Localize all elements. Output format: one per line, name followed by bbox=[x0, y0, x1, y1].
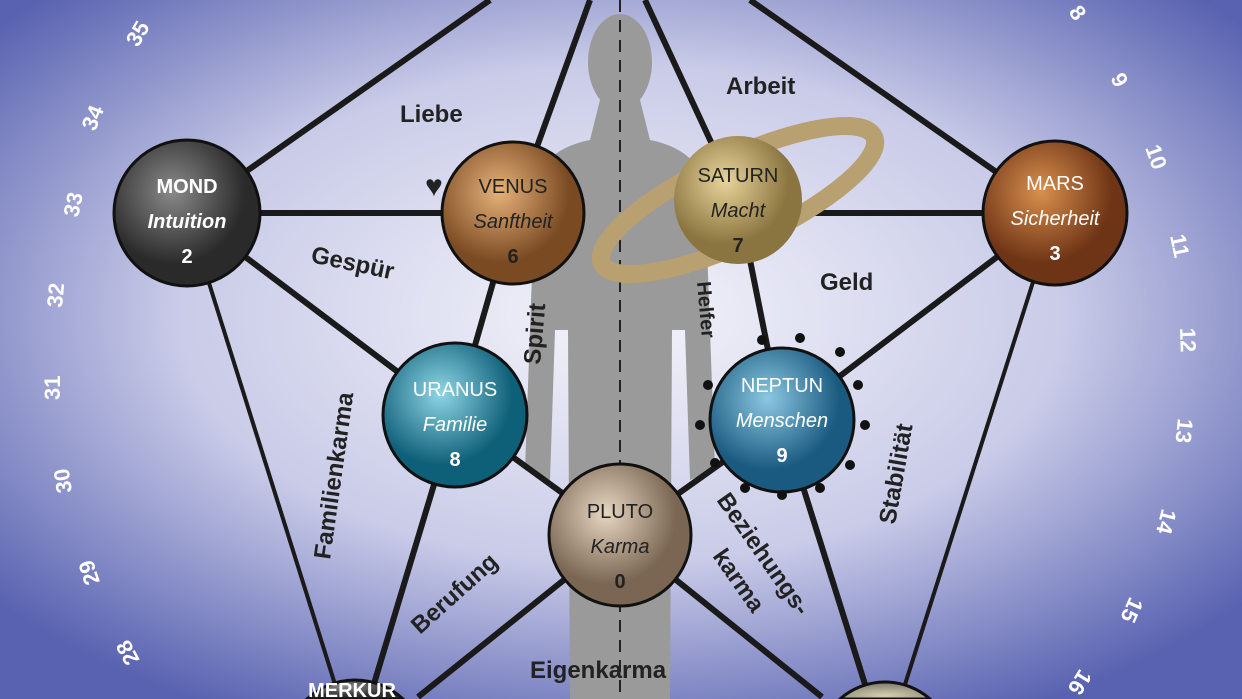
planet-merkur: MERKUR bbox=[304, 678, 406, 699]
svg-text:PLUTO: PLUTO bbox=[587, 501, 653, 523]
planet-neptun: NEPTUN Menschen 9 bbox=[695, 333, 870, 500]
heart-icon: ♥ bbox=[425, 170, 443, 203]
label-spirit: Spirit bbox=[519, 302, 551, 365]
svg-text:30: 30 bbox=[49, 467, 77, 495]
planet-saturn: SATURN Macht 7 bbox=[591, 117, 885, 283]
svg-text:Menschen: Menschen bbox=[736, 410, 828, 432]
label-eigenkarma: Eigenkarma bbox=[530, 657, 667, 684]
svg-text:12: 12 bbox=[1175, 327, 1201, 352]
neptun-dots bbox=[695, 333, 870, 500]
svg-text:3: 3 bbox=[1049, 243, 1060, 265]
svg-text:Familie: Familie bbox=[423, 414, 487, 436]
label-geld: Geld bbox=[820, 269, 873, 296]
planet-venus: VENUS Sanftheit 6 bbox=[440, 140, 586, 286]
planets: MOND Intuition 2 ♥ VENUS Sanftheit 6 SAT… bbox=[112, 117, 1129, 699]
svg-text:8: 8 bbox=[449, 449, 460, 471]
svg-text:32: 32 bbox=[42, 282, 69, 309]
svg-text:MOND: MOND bbox=[156, 176, 217, 198]
planet-mond: MOND Intuition 2 bbox=[112, 138, 262, 288]
planet-uranus: URANUS Familie 8 bbox=[381, 341, 529, 489]
svg-text:0: 0 bbox=[614, 571, 625, 593]
label-arbeit: Arbeit bbox=[726, 73, 795, 100]
planet-pluto: PLUTO Karma 0 bbox=[547, 462, 693, 608]
svg-text:7: 7 bbox=[732, 235, 743, 257]
svg-text:6: 6 bbox=[507, 246, 518, 268]
svg-text:2: 2 bbox=[181, 246, 192, 268]
svg-text:Intuition: Intuition bbox=[148, 211, 227, 233]
svg-text:Karma: Karma bbox=[591, 536, 650, 558]
label-helfer: Helfer bbox=[692, 281, 719, 340]
svg-text:MERKUR: MERKUR bbox=[308, 680, 396, 699]
svg-text:VENUS: VENUS bbox=[479, 176, 548, 198]
svg-text:MARS: MARS bbox=[1026, 173, 1084, 195]
svg-text:Macht: Macht bbox=[711, 200, 767, 222]
svg-text:Sicherheit: Sicherheit bbox=[1011, 208, 1101, 230]
svg-text:NEPTUN: NEPTUN bbox=[741, 375, 823, 397]
svg-text:SATURN: SATURN bbox=[698, 165, 779, 187]
label-liebe: Liebe bbox=[400, 101, 463, 128]
svg-text:11: 11 bbox=[1165, 232, 1194, 260]
svg-text:URANUS: URANUS bbox=[413, 379, 497, 401]
svg-text:13: 13 bbox=[1170, 417, 1197, 444]
svg-text:33: 33 bbox=[58, 190, 88, 219]
planet-bottom-right bbox=[837, 680, 933, 699]
svg-text:Sanftheit: Sanftheit bbox=[474, 211, 554, 233]
svg-text:9: 9 bbox=[776, 445, 787, 467]
planet-mars: MARS Sicherheit 3 bbox=[981, 139, 1129, 287]
svg-text:31: 31 bbox=[40, 376, 65, 400]
